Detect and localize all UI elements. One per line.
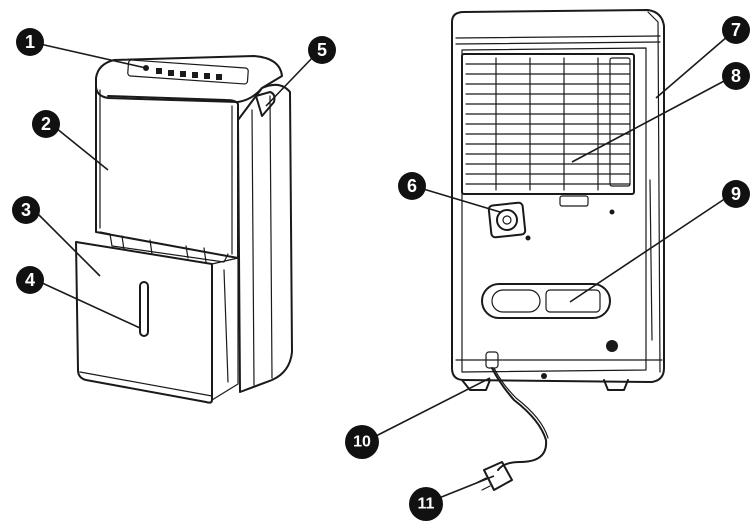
rear-unit-outer-shell — [451, 9, 665, 383]
callout-9: 9 — [722, 180, 750, 208]
continuous-drain-outlet — [487, 201, 527, 239]
callout-4-label: 4 — [25, 270, 35, 290]
water-level-window — [139, 281, 149, 337]
callout-5-label: 5 — [317, 40, 327, 60]
callout-1-label: 1 — [25, 32, 35, 52]
callout-3-label: 3 — [21, 200, 31, 220]
front-panel — [95, 85, 239, 259]
callout-6-label: 6 — [407, 176, 417, 196]
front-unit-top — [95, 55, 283, 103]
callout-1: 1 — [16, 28, 44, 56]
right-foot — [603, 379, 629, 391]
callout-5: 5 — [308, 36, 336, 64]
callout-11: 11 — [409, 487, 443, 521]
air-inlet-grille — [461, 53, 635, 195]
callout-2-label: 2 — [41, 114, 51, 134]
power-plug — [477, 461, 513, 491]
control-panel — [127, 59, 249, 85]
front-unit-side-panel — [237, 83, 293, 393]
callout-8-label: 8 — [731, 66, 741, 86]
air-filter-tab — [609, 57, 631, 187]
callout-10-label: 10 — [353, 434, 371, 451]
callout-7: 7 — [722, 16, 750, 44]
callout-4: 4 — [16, 266, 44, 294]
front-view-unit — [75, 55, 293, 404]
water-bucket — [75, 241, 213, 404]
carry-handle — [255, 91, 276, 117]
callout-10: 10 — [345, 425, 379, 459]
power-cord — [491, 367, 548, 471]
callout-11-label: 11 — [418, 496, 435, 513]
leader-lines — [35, 35, 729, 501]
callout-8: 8 — [722, 62, 750, 90]
callout-2: 2 — [32, 110, 60, 138]
callout-6: 6 — [398, 172, 426, 200]
callout-9-label: 9 — [731, 184, 741, 204]
grille-slats — [465, 57, 631, 191]
cord-wrap-recess — [481, 283, 611, 319]
callout-7-label: 7 — [731, 20, 741, 40]
rear-view-unit — [451, 9, 665, 391]
callout-3: 3 — [12, 196, 40, 224]
left-foot — [461, 379, 491, 391]
